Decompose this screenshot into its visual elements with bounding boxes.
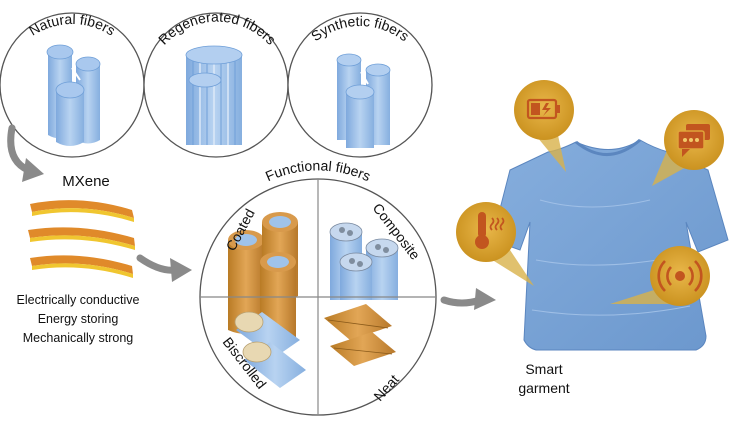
mxene-title: MXene xyxy=(62,173,110,190)
natural-fiber-bundle-icon xyxy=(46,44,101,146)
chat-icon xyxy=(664,110,724,170)
coated-fiber-icon xyxy=(228,212,298,344)
arrow-functional-to-garment xyxy=(440,288,496,310)
mxene-property-2: Energy storing xyxy=(38,312,119,326)
regenerated-fiber-bundle-icon xyxy=(185,45,243,145)
neat-fiber-icon xyxy=(324,304,396,366)
wireless-signal-icon xyxy=(650,246,710,306)
mxene-sheet-stack-icon xyxy=(28,200,135,278)
battery-icon xyxy=(514,80,574,140)
functional-fibers-panel xyxy=(199,178,437,416)
mxene-sheet-2 xyxy=(28,227,135,250)
mxene-property-1: Electrically conductive xyxy=(17,293,140,307)
arrow-mxene-to-functional xyxy=(136,254,192,282)
thermometer-icon xyxy=(456,202,516,262)
arrow-fibers-to-mxene xyxy=(7,124,44,182)
mxene-sheet-3 xyxy=(30,255,133,278)
synthetic-fibers-panel xyxy=(287,12,433,158)
regenerated-fibers-panel xyxy=(143,12,289,158)
biscrolled-fiber-icon xyxy=(234,311,306,388)
synthetic-fiber-bundle-icon xyxy=(336,53,391,148)
natural-fibers-panel xyxy=(0,12,145,158)
mxene-sheet-1 xyxy=(30,200,134,222)
smart-garment-label-line2: garment xyxy=(518,380,569,396)
composite-fiber-icon xyxy=(329,222,399,300)
chat-callout-beam xyxy=(652,148,688,186)
smart-garment-label-line1: Smart xyxy=(525,361,562,377)
t-shirt xyxy=(491,138,729,351)
mxene-property-3: Mechanically strong xyxy=(23,331,134,345)
